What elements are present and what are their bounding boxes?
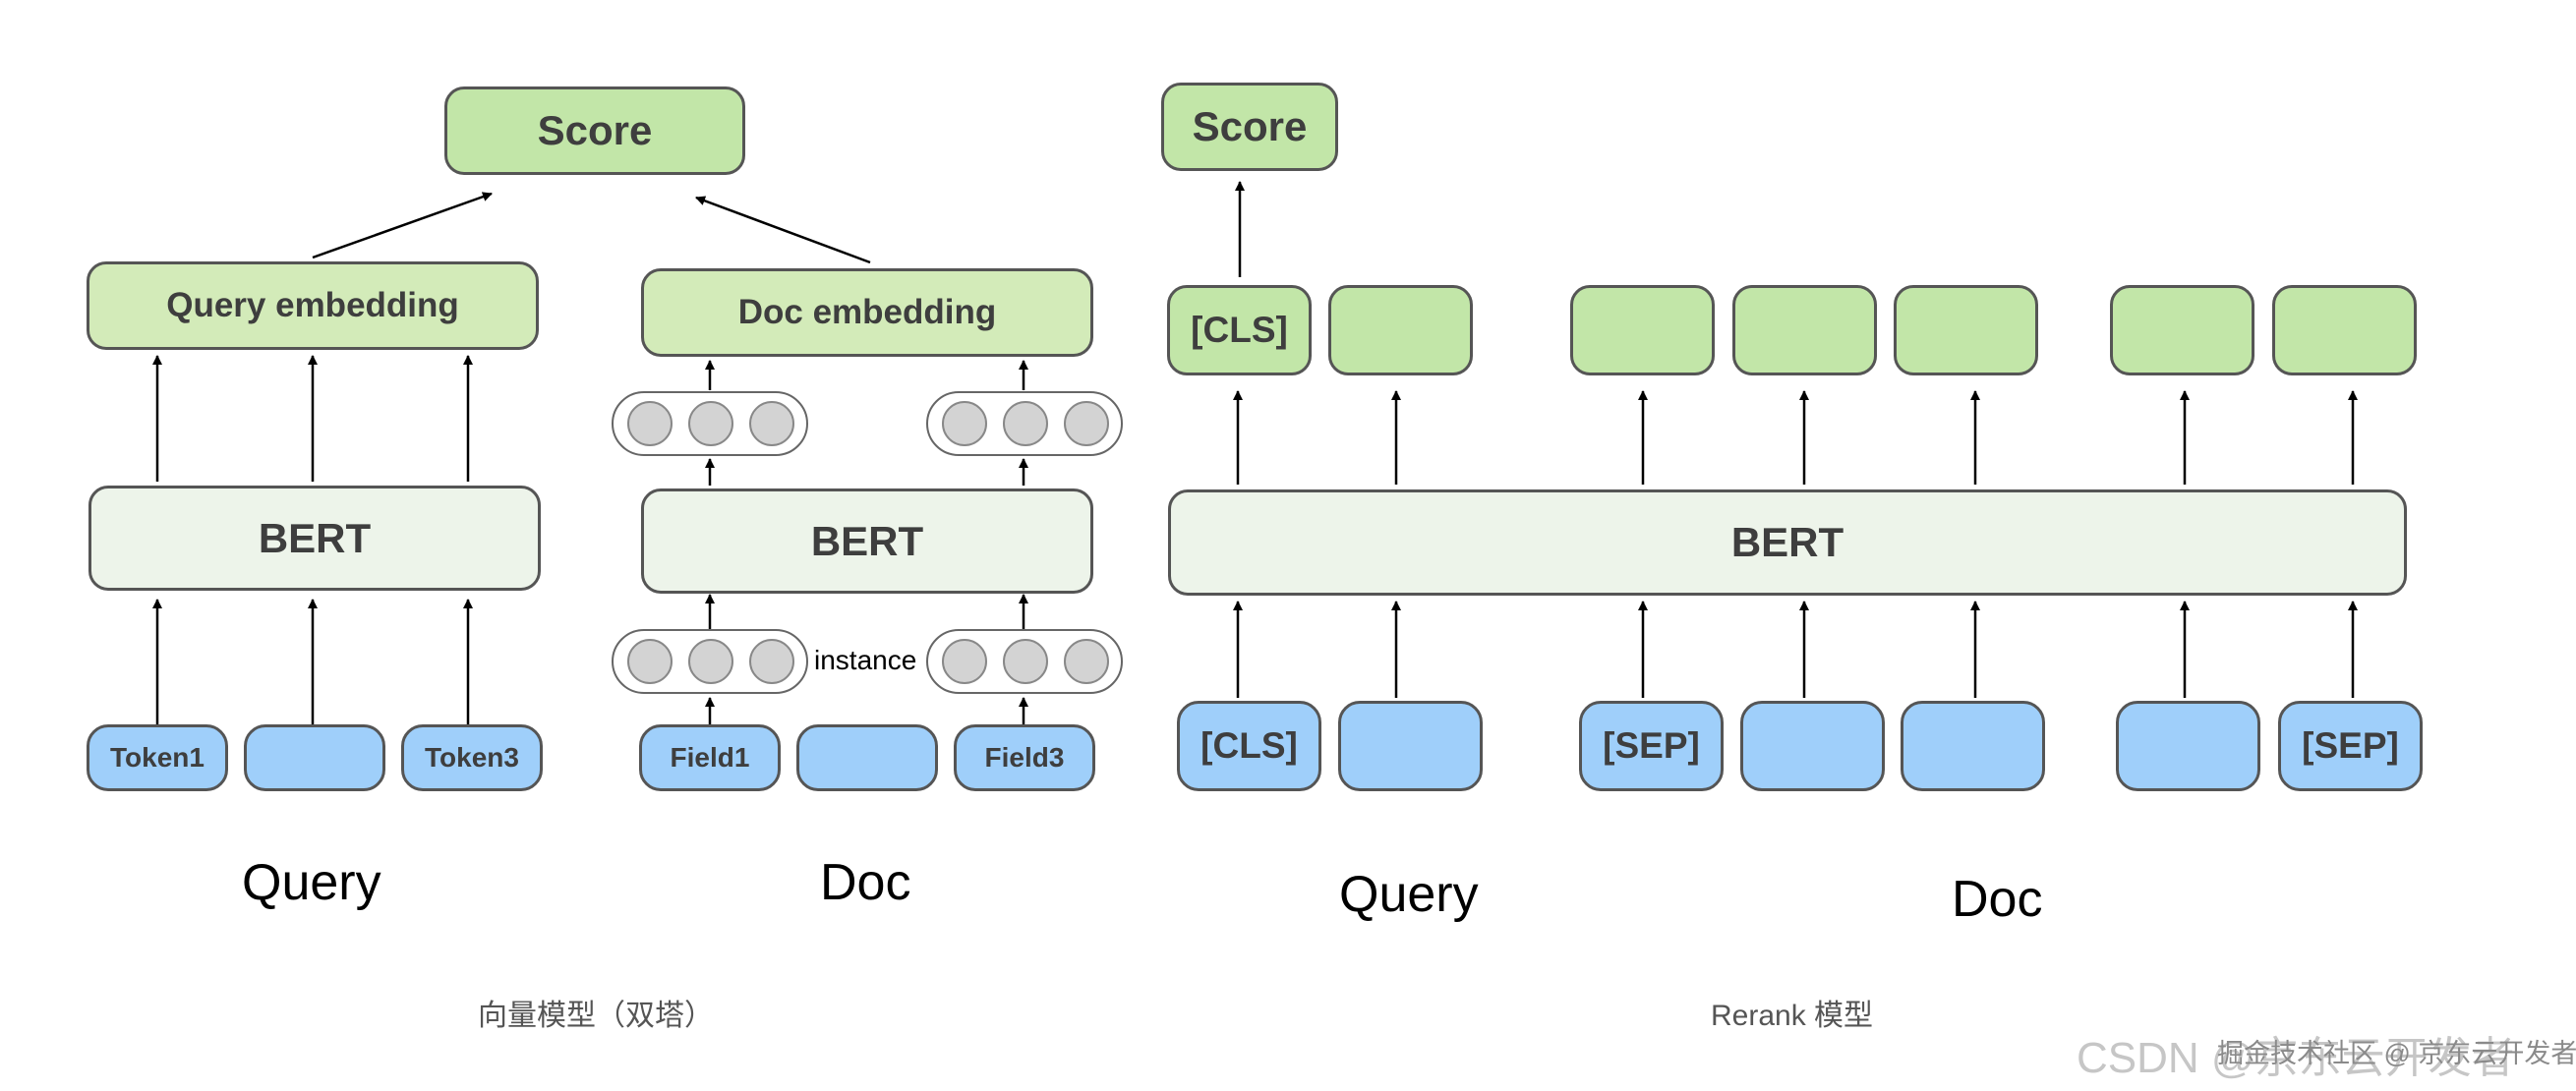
node-circle	[942, 401, 987, 446]
left-model-title: 向量模型（双塔）	[478, 1000, 714, 1032]
node-circle	[1003, 401, 1048, 446]
rerank-input-sep-1: [SEP]	[1579, 701, 1724, 791]
doc-bert-box: BERT	[641, 488, 1093, 594]
doc-input-node-group-right	[926, 629, 1123, 694]
rerank-input-doc	[2116, 701, 2260, 791]
rerank-input-doc	[1740, 701, 1885, 791]
output-box	[1570, 285, 1715, 375]
output-box	[1732, 285, 1877, 375]
left-query-caption: Query	[242, 854, 381, 911]
output-box	[2110, 285, 2254, 375]
left-score-box: Score	[444, 86, 745, 175]
node-circle	[749, 639, 794, 684]
query-token-2	[244, 724, 385, 791]
node-circle	[1064, 401, 1109, 446]
output-box	[1328, 285, 1473, 375]
node-circle	[1003, 639, 1048, 684]
rerank-input-sep-2: [SEP]	[2278, 701, 2423, 791]
node-circle	[688, 639, 733, 684]
doc-output-node-group-right	[926, 391, 1123, 456]
node-circle	[1064, 639, 1109, 684]
right-doc-caption: Doc	[1952, 871, 2043, 928]
cls-output-box: [CLS]	[1167, 285, 1312, 375]
node-circle	[627, 639, 673, 684]
arrow	[695, 196, 871, 264]
doc-field-1: Field1	[639, 724, 781, 791]
node-circle	[627, 401, 673, 446]
rerank-input-query	[1338, 701, 1483, 791]
query-bert-box: BERT	[88, 486, 541, 591]
rerank-bert-box: BERT	[1168, 489, 2407, 596]
node-circle	[688, 401, 733, 446]
watermark-overlay-text: 掘金技术社区 @ 京东云开发者	[2217, 1039, 2576, 1068]
instance-label: instance	[814, 645, 917, 675]
right-model-title: Rerank 模型	[1711, 1000, 1874, 1032]
rerank-input-cls: [CLS]	[1177, 701, 1321, 791]
node-circle	[942, 639, 987, 684]
doc-input-node-group-left	[612, 629, 808, 694]
arrow	[312, 192, 493, 259]
right-query-caption: Query	[1339, 866, 1479, 923]
query-embedding-box: Query embedding	[87, 261, 539, 350]
output-box	[1894, 285, 2038, 375]
query-token-3: Token3	[401, 724, 543, 791]
doc-field-3: Field3	[954, 724, 1095, 791]
rerank-input-doc	[1901, 701, 2045, 791]
watermark-text: CSDN @京东云开发者	[2077, 1034, 2515, 1082]
left-doc-caption: Doc	[820, 854, 911, 911]
doc-output-node-group-left	[612, 391, 808, 456]
doc-embedding-box: Doc embedding	[641, 268, 1093, 357]
doc-field-2	[796, 724, 938, 791]
output-box	[2272, 285, 2417, 375]
query-token-1: Token1	[87, 724, 228, 791]
node-circle	[749, 401, 794, 446]
right-score-box: Score	[1161, 83, 1338, 171]
